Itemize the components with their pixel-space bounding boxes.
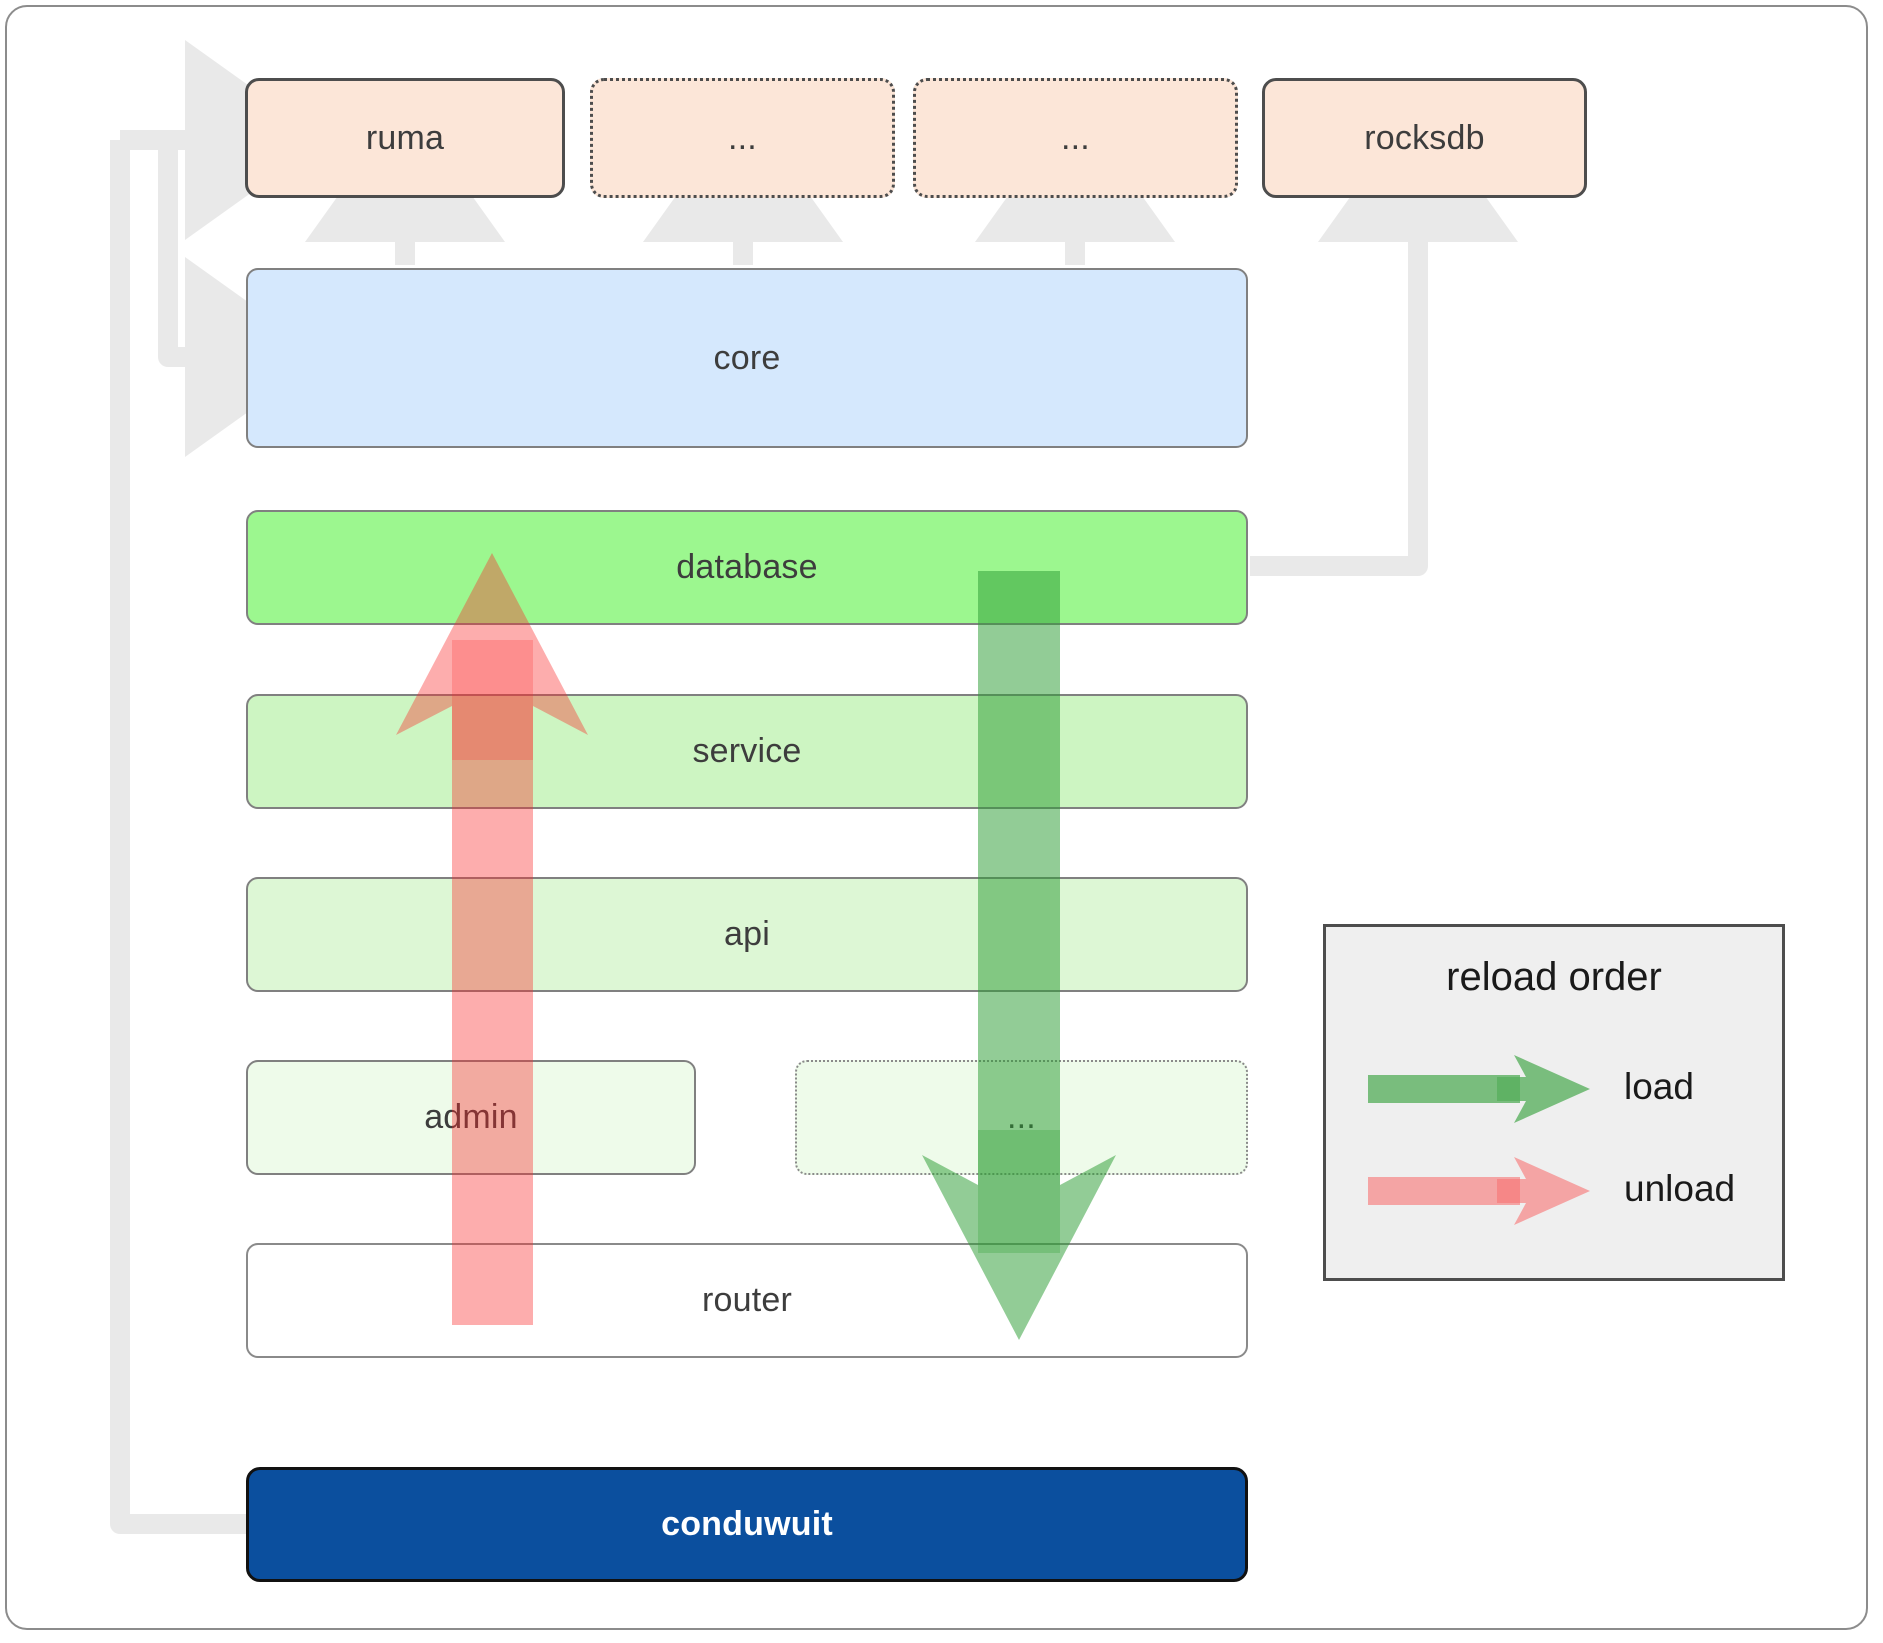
node-label: ... — [1061, 118, 1090, 157]
node-label: core — [713, 338, 781, 377]
legend-load-label: load — [1624, 1066, 1694, 1107]
legend-title: reload order — [1446, 955, 1662, 999]
node-service[interactable]: service — [246, 694, 1248, 809]
legend-unload-label: unload — [1624, 1168, 1736, 1209]
node-router[interactable]: router — [246, 1243, 1248, 1358]
legend-unload-arrow-icon — [1368, 1157, 1590, 1225]
node-core[interactable]: core — [246, 268, 1248, 448]
node-label: ... — [728, 118, 757, 157]
node-api[interactable]: api — [246, 877, 1248, 992]
node-label: rocksdb — [1364, 118, 1485, 157]
legend-row-load: load — [1326, 1047, 1782, 1127]
node-label: service — [692, 732, 802, 770]
node-admin[interactable]: admin — [246, 1060, 696, 1175]
node-ruma[interactable]: ruma — [245, 78, 565, 198]
node-label: conduwuit — [661, 1505, 833, 1543]
legend-row-unload: unload — [1326, 1149, 1782, 1229]
node-label: ... — [1007, 1098, 1036, 1136]
node-label: database — [676, 548, 818, 586]
node-conduwuit[interactable]: conduwuit — [246, 1467, 1248, 1582]
diagram-frame — [5, 5, 1868, 1630]
node-label: admin — [424, 1098, 518, 1136]
node-dep-placeholder-1[interactable]: ... — [590, 78, 895, 198]
node-rocksdb[interactable]: rocksdb — [1262, 78, 1587, 198]
node-label: router — [701, 1281, 793, 1319]
node-admin-placeholder[interactable]: ... — [795, 1060, 1248, 1175]
node-database[interactable]: database — [246, 510, 1248, 625]
legend-load-arrow-icon — [1368, 1055, 1590, 1123]
node-label: api — [724, 915, 770, 953]
node-dep-placeholder-2[interactable]: ... — [913, 78, 1238, 198]
legend-panel: reload order load unload — [1323, 924, 1785, 1281]
node-label: ruma — [365, 118, 445, 157]
